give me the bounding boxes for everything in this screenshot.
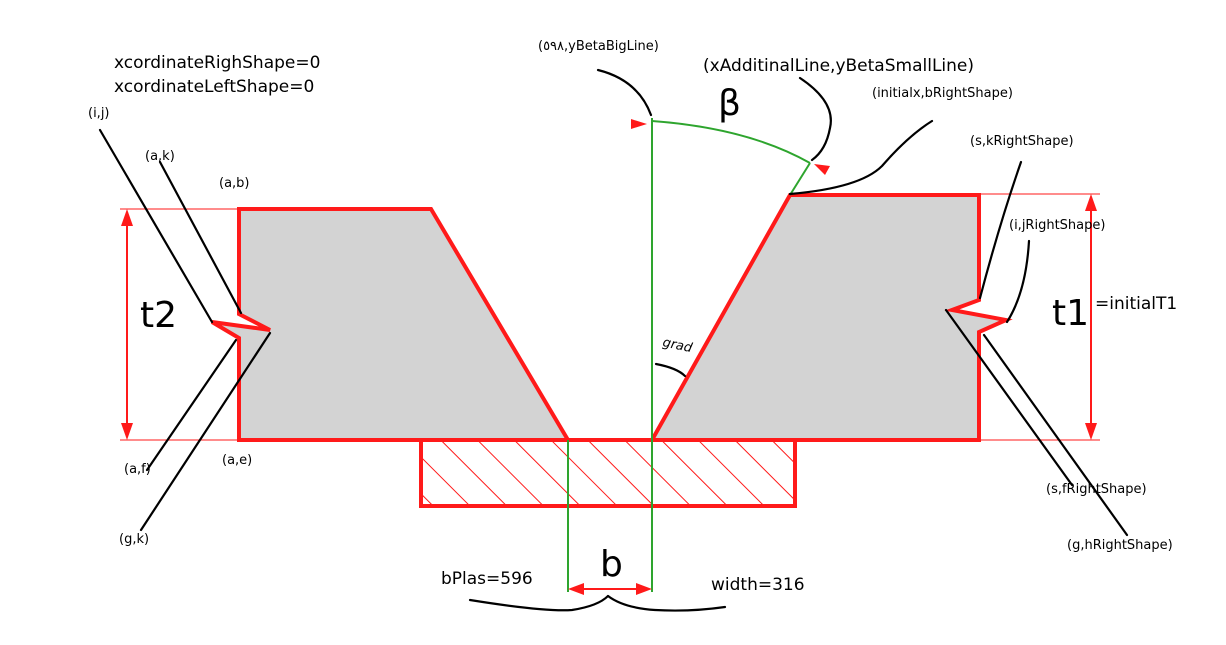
gap-arrow-right (636, 583, 652, 595)
t2-arrow-top (121, 209, 133, 226)
b-symbol: b (600, 544, 623, 585)
a-e-label: (a,e) (222, 453, 252, 468)
t2-symbol: t2 (140, 295, 177, 336)
g-h-right-label: (g,hRightShape) (1067, 538, 1173, 553)
bevel-extension-line (789, 162, 811, 196)
t1-arrow-top (1085, 194, 1097, 211)
a-f-label: (a,f) (124, 462, 151, 477)
x-additional-line-label: (xAdditinalLine,yBetaSmallLine) (703, 56, 974, 76)
leader-lines (98, 68, 1129, 612)
width-label: width=316 (711, 575, 805, 595)
a-b-label: (a,b) (219, 176, 250, 191)
left-plate (210, 207, 572, 442)
y-beta-big-line-label: (٥٩٨,yBetaBigLine) (538, 39, 659, 54)
s-f-right-label: (s,fRightShape) (1046, 482, 1147, 497)
beta-arrow-left (631, 119, 647, 129)
beta-arc (651, 120, 811, 164)
t1-arrow-bottom (1085, 423, 1097, 440)
grad-label: grad (661, 335, 694, 356)
gap-arrow-left (568, 583, 584, 595)
x-right-label: xcordinateRighShape=0 (114, 53, 320, 73)
s-k-right-label: (s,kRightShape) (970, 134, 1074, 149)
right-plate (648, 193, 1013, 442)
beta-arrow-right (814, 164, 830, 175)
initial-t1-label: =initialT1 (1095, 294, 1177, 314)
i-j-right-label: (i,jRightShape) (1009, 218, 1105, 233)
t2-arrow-bottom (121, 423, 133, 440)
backing-bar (419, 438, 797, 508)
x-left-label: xcordinateLeftShape=0 (114, 77, 314, 97)
beta-symbol: β (718, 83, 741, 124)
g-k-label: (g,k) (119, 532, 149, 547)
initial-x-b-right-label: (initialx,bRightShape) (872, 86, 1013, 101)
i-j-label: (i,j) (88, 106, 110, 121)
b-plas-label: bPlas=596 (441, 569, 533, 589)
a-k-label: (a,k) (145, 149, 175, 164)
t1-symbol: t1 (1052, 293, 1089, 334)
